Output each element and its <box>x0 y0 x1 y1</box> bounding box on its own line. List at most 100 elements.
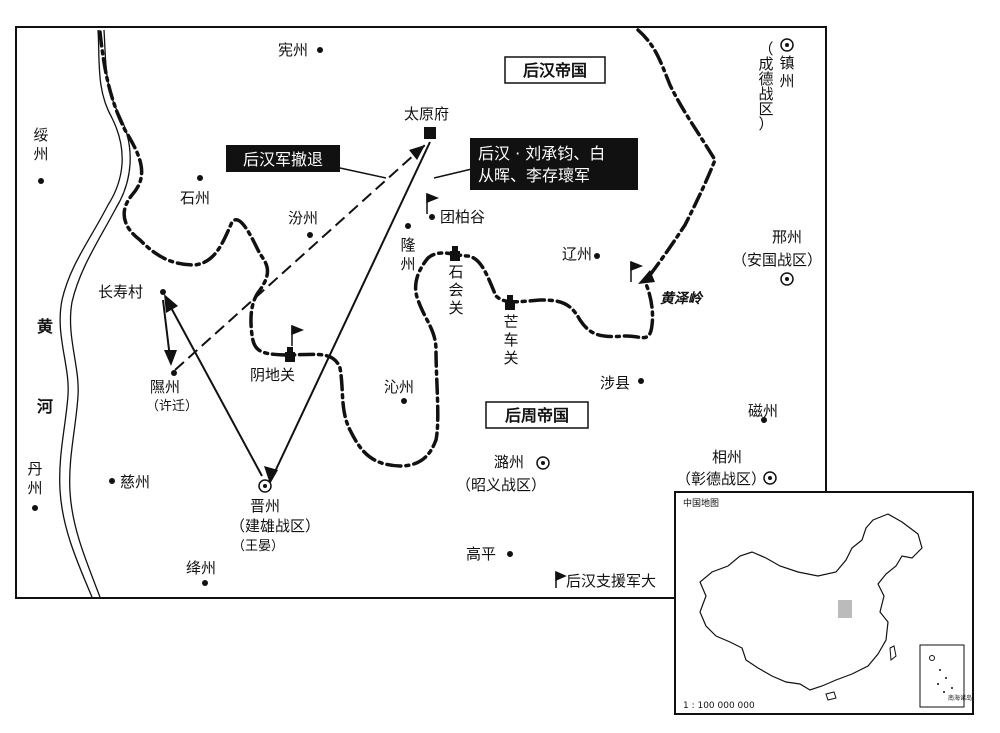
label-mangcheguan: 芒车关 <box>503 313 518 367</box>
arrowhead-yinzhou <box>164 350 177 366</box>
label-gaoping: 高平 <box>466 545 496 563</box>
state-later-zhou: 后周帝国 <box>485 401 589 429</box>
callout-army: 后汉 · 刘承钧、白 从晖、李存瓌军 <box>470 138 638 190</box>
dot-tuanbaigu <box>429 214 435 220</box>
dot-liaozhou <box>594 253 600 259</box>
flag-markers <box>291 192 644 588</box>
label-cizhou-west: 慈州 <box>120 473 150 491</box>
seat-jinzhou <box>258 479 272 493</box>
label-xingzhou: 邢州 <box>772 228 802 246</box>
dot-changshoucun <box>160 289 166 295</box>
seat-xiangzhou <box>763 471 777 485</box>
pass-shihuiguan <box>450 246 460 261</box>
state-later-han: 后汉帝国 <box>504 56 606 84</box>
callout-leader-retreat <box>339 167 387 179</box>
dot-suizhou <box>38 178 44 184</box>
dot-longzhou <box>405 223 411 229</box>
south-sea-label: 南海诸岛 <box>948 694 972 702</box>
route-changshoucun-yinzhou <box>162 299 171 359</box>
label-luzhou: 潞州 <box>494 453 524 471</box>
label-qinzhou: 沁州 <box>384 378 414 396</box>
label-danzhou: 丹州 <box>27 460 42 497</box>
label-xingzhou-district: （安国战区） <box>732 251 822 269</box>
retreat-route <box>174 144 426 371</box>
dot-yinzhou <box>171 370 177 376</box>
yellow-river <box>59 29 123 598</box>
label-xiangzhou-district: （彰德战区） <box>676 470 766 488</box>
label-taiyuan: 太原府 <box>404 105 449 123</box>
pass-mangcheguan <box>505 295 515 310</box>
svg-text:后周帝国: 后周帝国 <box>505 406 569 425</box>
place-labels: 宪州 太原府 石州 汾州 团柏谷 辽州 长寿村 隰州 （许迁） 阴地关 沁州 涉… <box>98 41 822 590</box>
inset-title: 中国地图 <box>683 497 719 509</box>
seat-markers <box>258 38 794 493</box>
label-longzhou: 隆州 <box>400 236 415 273</box>
routes <box>162 141 655 484</box>
inset-scale: 1 : 100 000 000 <box>683 701 755 711</box>
label-yinzhou: 隰州 <box>150 378 180 396</box>
label-suizhou: 绥州 <box>33 126 48 163</box>
dot-danzhou <box>32 505 38 511</box>
label-yellow-river: 黄河 <box>37 317 53 416</box>
south-sea-islands <box>929 655 953 693</box>
border-line-east <box>636 28 717 277</box>
arrowhead-changshoucun <box>164 294 178 313</box>
svg-text:后汉帝国: 后汉帝国 <box>523 61 587 80</box>
label-zhenzhou: 镇州 <box>779 54 794 90</box>
label-jinzhou-note: （王晏） <box>232 539 284 554</box>
dot-cizhou <box>761 417 767 423</box>
label-fenzhou: 汾州 <box>288 209 318 227</box>
dot-cizhou-west <box>109 478 115 484</box>
dot-qinzhou <box>401 398 407 404</box>
dot-shexian <box>638 378 644 384</box>
advance-arrowhead-jinzhou <box>264 466 278 484</box>
label-tuanbaigu: 团柏谷 <box>440 208 485 226</box>
label-cizhou: 磁州 <box>748 402 778 420</box>
label-jiangzhou: 绛州 <box>186 559 216 577</box>
dot-fenzhou <box>307 232 313 238</box>
taiyuan-marker <box>424 127 436 139</box>
dot-shizhou <box>197 175 203 181</box>
label-liaozhou: 辽州 <box>562 245 592 263</box>
flag-tuanbaigu <box>426 192 440 214</box>
advance-route-main <box>271 141 431 479</box>
arrowhead-huangzeling <box>638 270 655 284</box>
seat-xingzhou <box>780 272 794 286</box>
callout-leader-army <box>433 167 477 179</box>
label-shexian: 涉县 <box>600 374 630 392</box>
pass-yindiguan <box>285 347 295 362</box>
china-outline <box>699 513 923 691</box>
label-xianzhou: 宪州 <box>278 41 308 59</box>
label-jinzhou: 晋州 <box>250 497 280 515</box>
label-shizhou: 石州 <box>180 189 210 207</box>
label-xiangzhou: 相州 <box>712 448 742 466</box>
label-zhenzhou-district: （成德战区） <box>758 40 773 133</box>
label-yinzhou-note: （许迁） <box>146 399 198 414</box>
label-shihuiguan: 石会关 <box>448 263 463 317</box>
seat-luzhou <box>536 456 550 470</box>
border-line-west <box>98 30 655 468</box>
svg-text:后汉军撤退: 后汉军撤退 <box>243 150 323 169</box>
dot-gaoping <box>507 551 513 557</box>
dot-xianzhou <box>317 47 323 53</box>
seat-zhenzhou <box>780 38 794 52</box>
route-jinzhou-changshoucun <box>167 301 263 477</box>
label-huangzeling: 黄泽岭 <box>660 290 704 307</box>
label-jinzhou-district: （建雄战区） <box>230 517 320 535</box>
label-yindiguan: 阴地关 <box>250 366 295 384</box>
inset-china-map: 中国地图 南海诸岛 1 : 100 000 000 <box>674 491 974 715</box>
city-dots <box>32 47 767 586</box>
pass-markers <box>285 246 515 362</box>
callout-retreat: 后汉军撤退 <box>226 145 340 172</box>
south-sea-box <box>919 644 965 708</box>
hainan-island <box>825 691 837 701</box>
flag-yindiguan <box>291 324 305 346</box>
vertical-labels: 绥州 隆州 石会关 芒车关 丹州 镇州 （成德战区） 黄河 <box>27 40 794 497</box>
flag-huangzeling <box>630 260 644 282</box>
svg-text:从晖、李存瓌军: 从晖、李存瓌军 <box>478 166 590 185</box>
highlight-region <box>838 600 852 618</box>
dot-jiangzhou <box>202 580 208 586</box>
label-changshoucun: 长寿村 <box>98 283 143 301</box>
svg-text:后汉 · 刘承钧、白: 后汉 · 刘承钧、白 <box>478 144 605 163</box>
